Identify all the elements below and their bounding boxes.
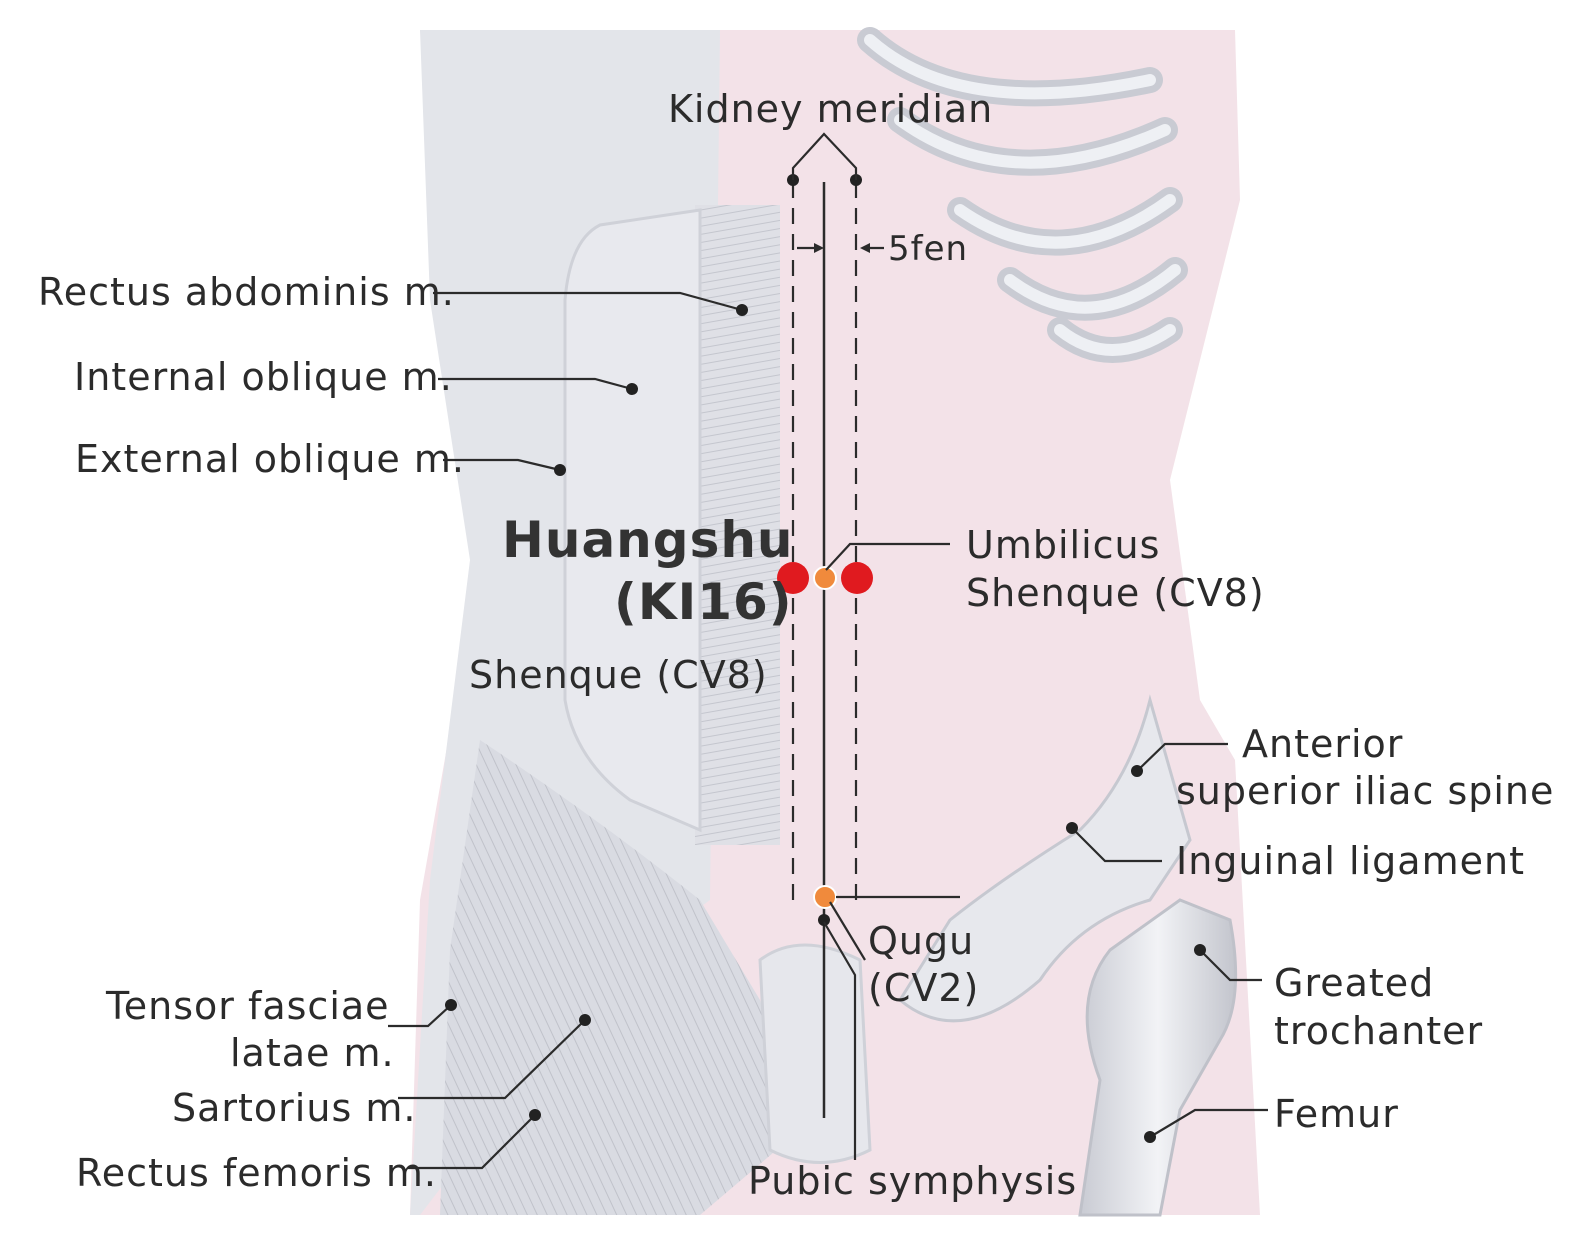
pubic-symphysis-label: Pubic symphysis bbox=[748, 1159, 1077, 1203]
arrow-right-icon bbox=[814, 243, 824, 253]
huangshu-point-left bbox=[777, 562, 809, 594]
femur-shape bbox=[1078, 898, 1238, 1217]
kidney-meridian-label: Kidney meridian bbox=[668, 87, 993, 131]
femur-label: Femur bbox=[1274, 1092, 1399, 1136]
distance-label: 5fen bbox=[888, 229, 968, 269]
measurement-lines bbox=[787, 132, 884, 1118]
pelvic-muscles bbox=[440, 740, 800, 1215]
umbilicus-label: Umbilicus bbox=[966, 523, 1160, 567]
rectus-abdominis-label: Rectus abdominis m. bbox=[38, 270, 455, 314]
shenque-point bbox=[813, 566, 837, 590]
acupoint-name: Huangshu bbox=[502, 511, 794, 569]
pelvis-shape bbox=[898, 694, 1192, 1023]
torso-illustration bbox=[410, 27, 1260, 1217]
tensor-label-line2: latae m. bbox=[230, 1031, 395, 1075]
internal-oblique-label: Internal oblique m. bbox=[74, 355, 453, 399]
inguinal-ligament-label: Inguinal ligament bbox=[1176, 839, 1525, 883]
shenque-right-label: Shenque (CV8) bbox=[966, 571, 1265, 615]
pubic-area bbox=[758, 943, 872, 1164]
greater-trochanter-label-line1: Greated bbox=[1274, 961, 1434, 1005]
shenque-left-label: Shenque (CV8) bbox=[469, 653, 768, 697]
kidney-meridian-leader bbox=[791, 132, 858, 180]
external-oblique-label: External oblique m. bbox=[75, 437, 465, 481]
leader-lines bbox=[388, 291, 1268, 1170]
labels: Kidney meridian 5fen Rectus abdominis m.… bbox=[38, 87, 1554, 1203]
internal-oblique-shape bbox=[563, 208, 702, 833]
asis-label-line1: Anterior bbox=[1242, 722, 1403, 766]
tensor-label-line1: Tensor fasciae bbox=[105, 984, 390, 1028]
qugu-label-line1: Qugu bbox=[868, 919, 974, 963]
huangshu-point-right bbox=[841, 562, 873, 594]
sartorius-label: Sartorius m. bbox=[172, 1086, 416, 1130]
acupoint-code: (KI16) bbox=[614, 573, 793, 631]
arrow-left-icon bbox=[860, 243, 870, 253]
greater-trochanter-label-line2: trochanter bbox=[1274, 1009, 1483, 1053]
rectus-femoris-label: Rectus femoris m. bbox=[76, 1151, 437, 1195]
qugu-label-line2: (CV2) bbox=[868, 966, 979, 1010]
asis-label-line2: superior iliac spine bbox=[1176, 769, 1554, 813]
pubic-symphysis-dot bbox=[818, 914, 830, 926]
